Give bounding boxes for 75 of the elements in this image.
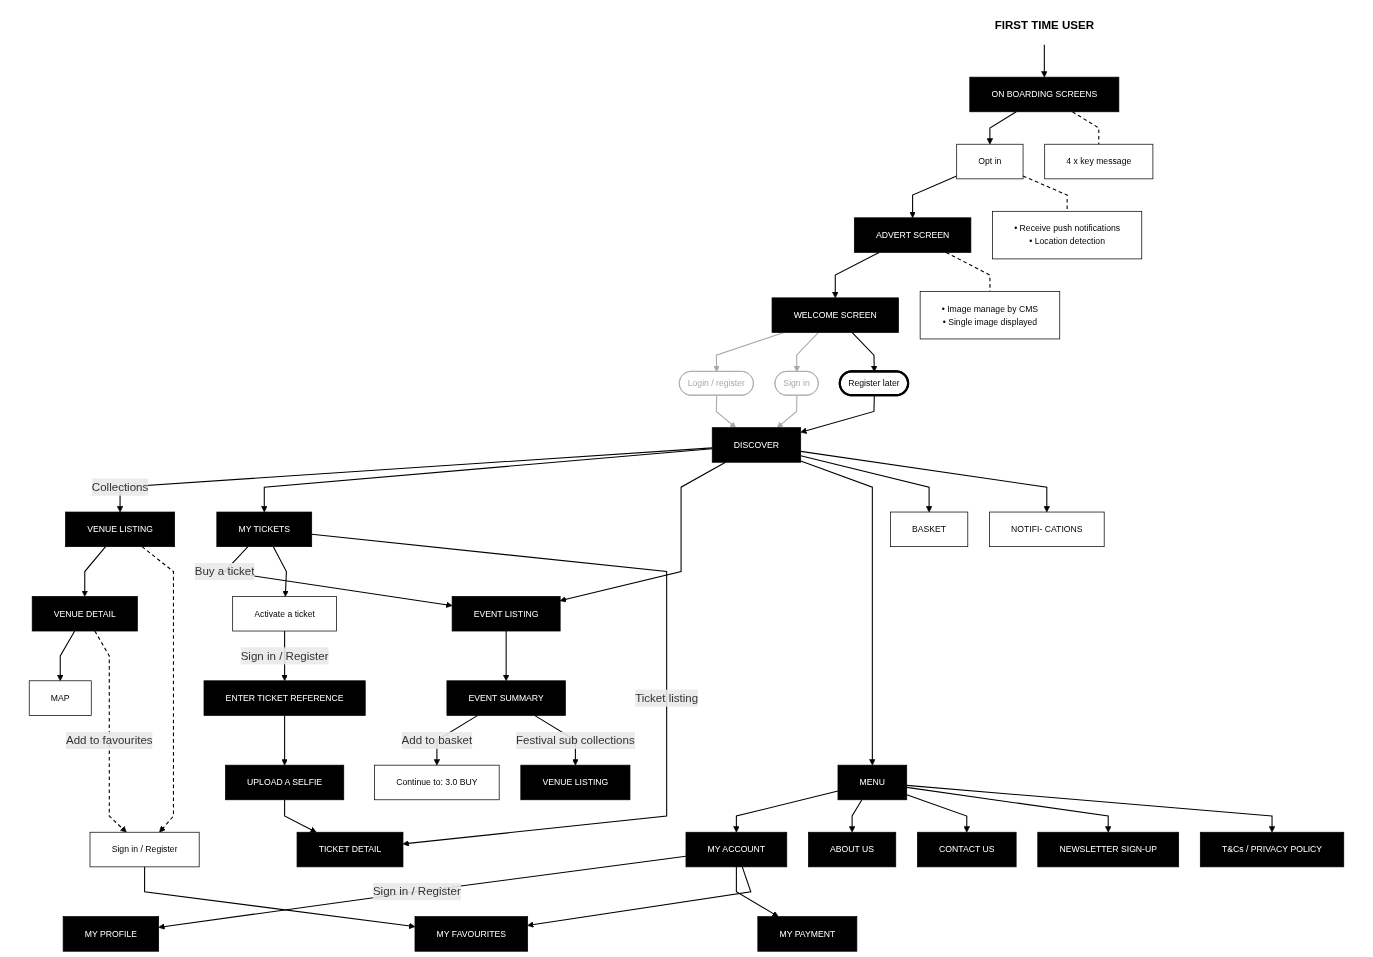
arrow (735, 866, 779, 917)
arrow (502, 630, 510, 682)
arrow (559, 461, 727, 603)
node-box: ADVERT SCREEN (854, 217, 972, 253)
edge-label: Ticket listing (635, 691, 699, 704)
arrow (281, 714, 288, 766)
arrow (986, 111, 1017, 145)
node-box: • Receive push notifications • Location detection (992, 210, 1143, 260)
arrow (261, 448, 713, 513)
edge-label: Sign in / Register (240, 649, 329, 662)
node-box: Activate a ticket (232, 596, 337, 632)
arrow (141, 546, 174, 833)
node-box: EVENT SUMMARY (446, 680, 566, 716)
node-box: T&Cs / PRIVACY POLICY (1199, 831, 1345, 868)
node-box: UPLOAD A SELFIE (225, 764, 345, 801)
arrow (800, 395, 875, 434)
arrow (848, 799, 863, 833)
node-box: NOTIFI- CATIONS (989, 511, 1105, 547)
arrow (116, 447, 713, 513)
connector (1071, 111, 1100, 145)
arrow (284, 799, 317, 833)
edge-label: Buy a ticket (194, 565, 255, 578)
arrow (906, 784, 1276, 833)
node-box: WELCOME SCREEN (771, 297, 899, 333)
node-box: MY ACCOUNT (685, 831, 788, 868)
arrow (800, 460, 876, 766)
node-box: MAP (28, 680, 92, 716)
arrow (94, 630, 127, 833)
arrow (793, 331, 820, 373)
arrow (81, 546, 107, 597)
node-box: VENUE LISTING (65, 511, 175, 547)
arrow (832, 251, 880, 299)
arrow (906, 794, 970, 833)
node-box: BASKET (890, 511, 969, 547)
arrow (272, 546, 289, 597)
node-text: FIRST TIME USER (994, 18, 1095, 32)
node-box: VENUE DETAIL (31, 596, 138, 632)
edge-label: Sign in / Register (372, 885, 461, 898)
node-box: MY TICKETS (216, 511, 313, 547)
node-box: TICKET DETAIL (296, 831, 404, 868)
arrow (715, 395, 737, 428)
edge-label: Add to basket (401, 733, 473, 747)
node-box: NEWSLETTER SIGN-UP (1037, 831, 1180, 868)
edge-label: Festival sub collections (516, 733, 635, 747)
node-box: MENU (837, 764, 908, 801)
arrow (906, 786, 1112, 833)
node-box: ENTER TICKET REFERENCE (203, 680, 366, 716)
node-box: DISCOVER (711, 427, 802, 463)
node-box: • Image manage by CMS • Single image displayed (919, 291, 1061, 340)
node-box: MY FAVOURITES (414, 916, 529, 952)
node-box: Continue to: 3.0 BUY (374, 764, 500, 801)
arrow (909, 175, 958, 219)
node-box: 4 x key message (1044, 143, 1154, 180)
arrow (158, 855, 687, 930)
node-box: Sign in / Register (89, 831, 200, 868)
connector (1022, 175, 1068, 212)
node-box: ON BOARDING SCREENS (969, 76, 1120, 113)
node-box: CONTACT US (917, 831, 1017, 868)
edge-label: Collections (91, 480, 149, 493)
arrow (527, 866, 752, 928)
node-box: VENUE LISTING (520, 764, 631, 801)
node-box: MY PAYMENT (757, 916, 858, 952)
node-box: MY PROFILE (62, 916, 160, 952)
arrow (311, 533, 668, 847)
arrow (800, 455, 933, 513)
arrow (144, 866, 416, 930)
arrow (776, 395, 798, 428)
node-box: Opt in (956, 143, 1024, 180)
arrow (57, 630, 76, 682)
arrow (733, 790, 839, 833)
node-box: ABOUT US (808, 831, 897, 868)
edge-label: Add to favourites (65, 733, 153, 747)
node-box: EVENT LISTING (451, 596, 561, 632)
arrow (1041, 44, 1048, 78)
arrow (800, 450, 1050, 513)
